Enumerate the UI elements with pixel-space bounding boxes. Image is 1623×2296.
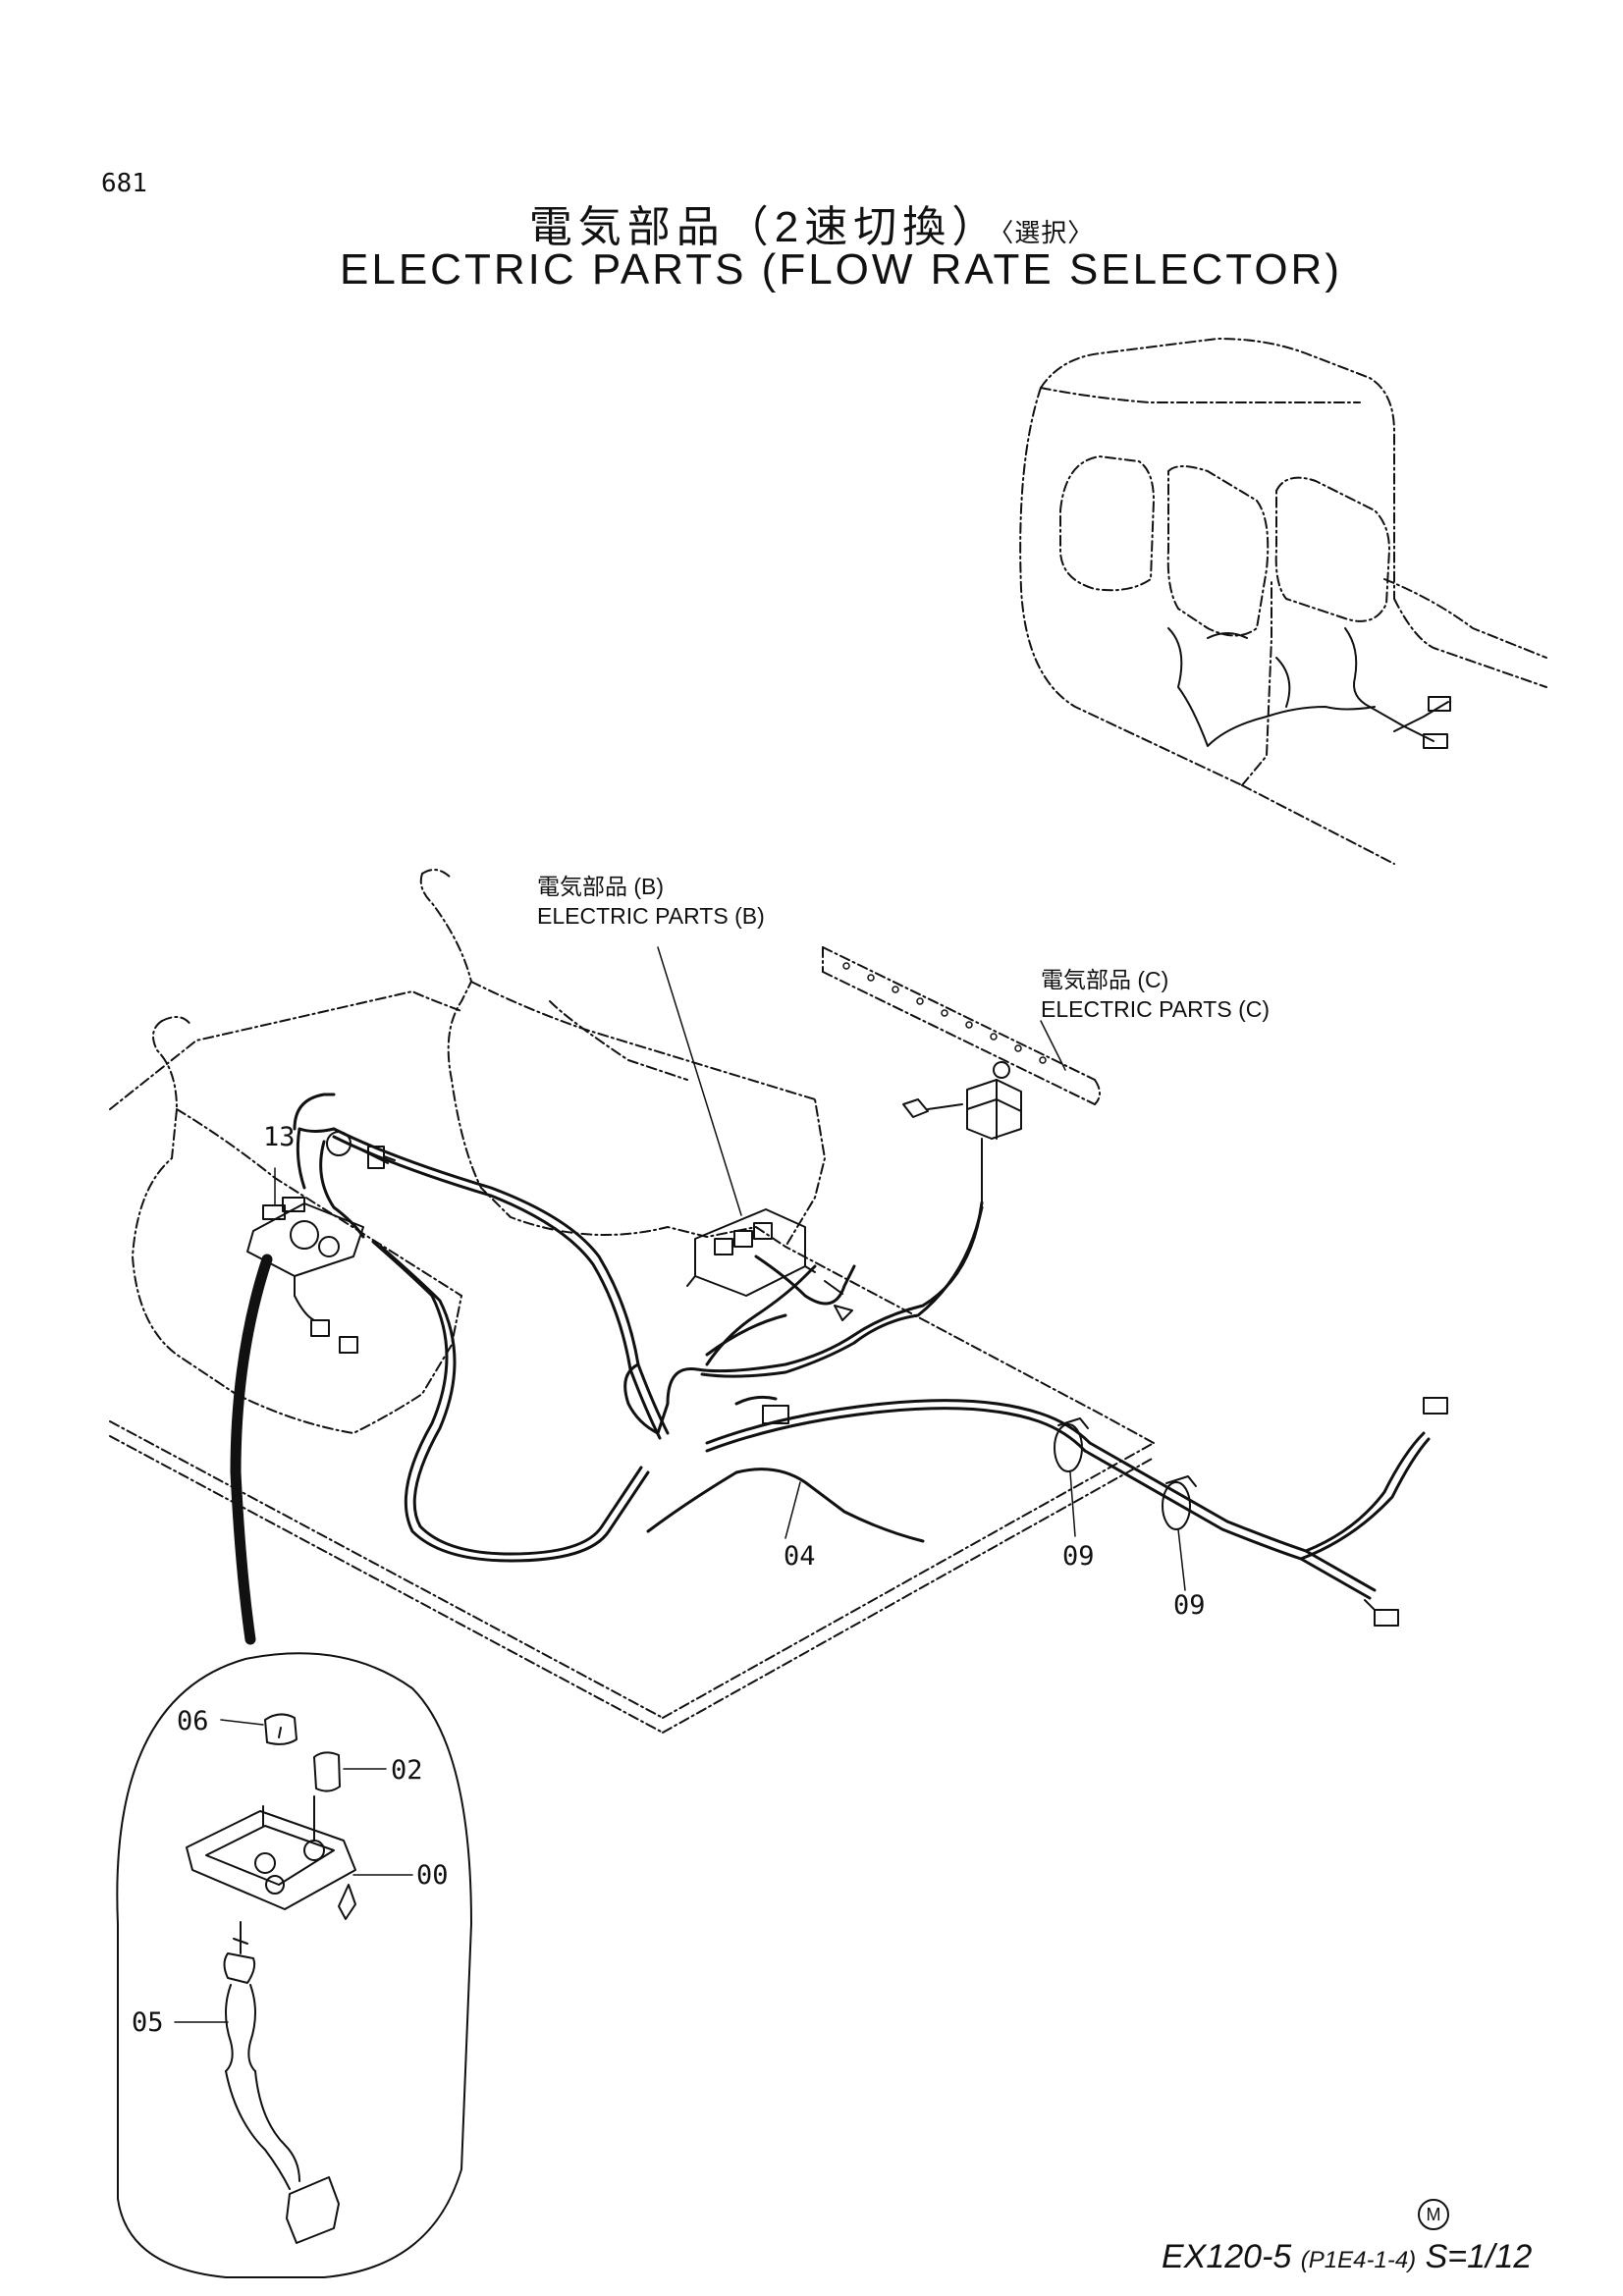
callout-09-first: 09: [1062, 1541, 1095, 1572]
reference-c-jp: 電気部品 (C): [1041, 967, 1169, 992]
reference-b: 電気部品 (B) ELECTRIC PARTS (B): [537, 872, 765, 931]
clamp-2: [1162, 1475, 1197, 1530]
footer-model: EX120-5: [1162, 2238, 1292, 2275]
callout-13: 13: [263, 1122, 296, 1152]
wire-harness: [293, 1093, 1431, 1600]
callout-09-second: 09: [1173, 1590, 1206, 1621]
detail-parts: [186, 1713, 356, 2244]
title-japanese: 電気部品（2速切換）〈選択〉: [0, 191, 1623, 254]
detail-bubble: [116, 1652, 472, 2278]
clamp-1: [1054, 1417, 1089, 1472]
rail-holes: [842, 962, 1047, 1064]
footer-model-info: EX120-5 (P1E4-1-4) S=1/12: [1162, 2238, 1532, 2276]
title-english: ELECTRIC PARTS (FLOW RATE SELECTOR): [340, 245, 1342, 294]
pressure-sensor: [326, 1131, 396, 1169]
callout-06: 06: [177, 1706, 209, 1736]
controller-box: [686, 1208, 816, 1297]
callout-05: 05: [132, 2007, 164, 2038]
page-number: 681: [101, 169, 147, 198]
leader-lines: [274, 946, 1186, 1591]
cab-wiring: [1167, 627, 1451, 749]
callout-00: 00: [416, 1860, 449, 1891]
footer-mark: M: [1418, 2199, 1449, 2230]
cab-windows: [1059, 455, 1547, 659]
reference-c-en: ELECTRIC PARTS (C): [1041, 996, 1271, 1022]
relay-assembly: [902, 1061, 1022, 1203]
left-console: [132, 1016, 462, 1434]
callout-04: 04: [784, 1541, 816, 1572]
detail-arrow: [230, 1254, 273, 1645]
cab-outline: [1019, 338, 1547, 865]
reference-c: 電気部品 (C) ELECTRIC PARTS (C): [1041, 965, 1270, 1024]
callout-02: 02: [391, 1755, 423, 1786]
title-japanese-text: 電気部品（2速切換）: [528, 203, 1001, 251]
footer-code: (P1E4-1-4): [1300, 2247, 1417, 2273]
reference-b-jp: 電気部品 (B): [537, 874, 665, 899]
title-selection-tag: 〈選択〉: [1001, 218, 1095, 247]
footer-scale: S=1/12: [1425, 2238, 1533, 2275]
floor-plate: [109, 990, 1155, 1734]
harness-connectors: [763, 1281, 1448, 1627]
center-console: [419, 869, 826, 1248]
detail-leaders: [174, 1719, 413, 2023]
reference-b-en: ELECTRIC PARTS (B): [537, 903, 765, 929]
mounting-rail: [822, 946, 1101, 1105]
switch-assembly: [246, 1197, 364, 1354]
